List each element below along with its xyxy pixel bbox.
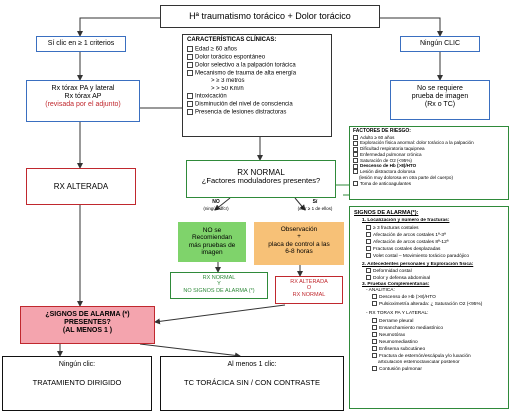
no-recom-line3: más pruebas de imagen	[188, 241, 236, 257]
rx-ns-line3: NO SIGNOS DE ALARMA (*)	[183, 287, 255, 294]
alarm-section-title: 3. Pruebas Complementarias:	[362, 281, 430, 287]
alarm-signs-box: SIGNOS DE ALARMA(*): 1. Localización y n…	[349, 206, 509, 409]
alarm-subsection: - ANALÍTICA:	[366, 288, 395, 294]
rx-line2: Rx tórax AP	[64, 93, 102, 101]
rx-line3: (revisada por el adjunto)	[45, 101, 121, 109]
clinical-sub: > > 50 Km/h	[211, 85, 244, 92]
si-clic-label: Sí clic en ≥ 1 criterios	[47, 40, 115, 47]
alarm-item: Dolor y defensa abdominal	[354, 274, 504, 282]
signos-q-line1: ¿SIGNOS DE ALARMA (*)	[45, 311, 130, 318]
no-imaging-line3: (Rx o TC)	[424, 101, 456, 109]
clinical-item: Disminución del nivel de consciencia	[187, 101, 327, 109]
risk-item: Dificultad respiratoria taquipnea	[353, 146, 505, 152]
rx-alterada-box: RX ALTERADA	[26, 168, 136, 205]
observacion-box: Observación + placa de control a las 6-8…	[254, 222, 344, 265]
no-recom-line1: NO se	[202, 227, 222, 234]
alarm-item: Descenso de Hb (>8)/HTO	[354, 294, 504, 301]
top-title: Hª traumatismo torácico + Dolor torácico	[189, 11, 351, 21]
alarm-item: Fracturas costales desplazadas	[354, 245, 504, 253]
signos-q-line2: PRESENTES?	[64, 319, 111, 327]
clinical-item: Mecanismo de trauma de alta energía	[187, 70, 327, 78]
rx-ao-line2: O	[306, 285, 312, 292]
clinical-box: CARACTERÍSTICAS CLÍNICAS: Edad ≥ 60 años…	[182, 34, 332, 137]
alarm-item: Contusión pulmonar	[354, 365, 504, 373]
ninguno-clic-bottom-box: Ningún clic: TRATAMIENTO DIRIGIDO	[2, 356, 152, 411]
si-clic-box: Sí clic en ≥ 1 criterios	[36, 36, 126, 52]
risk-item: Adulto ≥ 60 años	[353, 135, 505, 141]
rx-normal-box: RX NORMAL ¿Factores moduladores presente…	[186, 160, 336, 198]
clinical-sub: > ≥ 3 metros	[211, 78, 245, 85]
alarm-section-title: 1. Localización y número de fracturas:	[362, 218, 450, 224]
risk-item-note: (lesión muy dolorosa en otra parte del c…	[359, 174, 453, 180]
alarm-item: Ensanchamiento mediastínico	[354, 324, 504, 332]
rx-alterada-label: RX ALTERADA	[53, 182, 109, 191]
alarm-item: Neumotórax	[354, 331, 504, 339]
al-menos-header: Al menos 1 clic:	[227, 361, 277, 368]
alarm-item: Fractura de esternón/escápula y/o luxaci…	[354, 352, 504, 360]
rx-normal-no-signos-box: RX NORMAL Y NO SIGNOS DE ALARMA (*)	[170, 272, 268, 299]
alarm-item: ≥ 3 fracturas costales	[354, 224, 504, 232]
no-imaging-line2: prueba de imagen	[411, 93, 469, 101]
no-imaging-box: No se requiere prueba de imagen (Rx o TC…	[390, 80, 490, 120]
signos-q-line3: (AL MENOS 1 )	[62, 327, 113, 335]
alarm-item-cont: articulación esternoclavicular posterior	[378, 359, 460, 365]
rx-request-box: Rx tórax PA y lateral Rx tórax AP (revis…	[26, 80, 140, 122]
branch-si-label: Sí (dfcr ≥ 1 de ellos)	[297, 199, 333, 211]
obs-line4: 6-8 horas	[285, 248, 313, 256]
risk-item: Lesión distractora dolorosa	[353, 169, 505, 175]
rx-line1: Rx tórax PA y lateral	[51, 85, 115, 92]
obs-line1: Observación	[280, 226, 318, 233]
alarm-item: Afectación de arcos costales 8ª-12ª	[354, 238, 504, 246]
rx-ns-line1: RX NORMAL	[202, 275, 236, 281]
rx-ao-line1: RX ALTERADA	[290, 279, 328, 285]
alarm-item: Derrame pleural	[354, 317, 504, 325]
rx-normal-line2: ¿Factores moduladores presentes?	[201, 176, 321, 186]
obs-line3: placa de control a las	[268, 240, 330, 248]
risk-item: Toma de anticoagulantes	[353, 181, 505, 187]
rx-normal-line1: RX NORMAL	[237, 168, 285, 177]
alarm-item: Volet costal – Movimiento torácico parad…	[354, 252, 504, 260]
clinical-item: Presencia de lesiones distractoras	[187, 109, 327, 117]
al-menos-label: TC TORÁCICA SIN / CON CONTRASTE	[184, 378, 320, 388]
rx-ao-line3: RX NORMAL	[292, 291, 326, 298]
ninguno-bottom-header: Ningún clic:	[58, 361, 96, 368]
risk-item: Enfermedad pulmonar crónica	[353, 152, 505, 158]
clinical-item: Dolor selectivo a la palpación torácica	[187, 62, 327, 70]
ninguno-clic-label: Ningún CLIC	[419, 40, 461, 47]
obs-line2: +	[297, 233, 301, 241]
al-menos-box: Al menos 1 clic: TC TORÁCICA SIN / CON C…	[160, 356, 344, 411]
alarm-subsection: - RX TÓRAX PA Y LATERAL:	[366, 311, 429, 317]
risk-factors-box: FACTORES DE RIESGO: Adulto ≥ 60 años Exp…	[349, 126, 509, 200]
alarm-item: Enfisema subcutáneo	[354, 345, 504, 353]
alarm-item: Pulsioximetría alterada: ¿ Saturación O2…	[354, 301, 504, 308]
signos-question-box: ¿SIGNOS DE ALARMA (*) PRESENTES? (AL MEN…	[20, 306, 155, 344]
risk-item: Descenso de Hb (>8)/HTO	[353, 163, 505, 169]
branch-no-label: NO (ningún dfcr)	[203, 199, 229, 211]
alarm-item: Afectación de arcos costales 1ª-3ª	[354, 231, 504, 239]
no-recom-line2: Recomiendan	[191, 234, 233, 242]
clinical-item: Intoxicación	[187, 93, 327, 101]
rx-alterada-o-normal-box: RX ALTERADA O RX NORMAL	[275, 276, 343, 304]
no-recomiendan-box: NO se Recomiendan más pruebas de imagen	[178, 222, 246, 262]
ninguno-clic-box: Ningún CLIC	[400, 36, 480, 52]
clinical-item: Edad ≥ 60 años	[187, 45, 327, 54]
top-title-box: Hª traumatismo torácico + Dolor torácico	[160, 5, 380, 28]
risk-title: FACTORES DE RIESGO:	[353, 128, 411, 134]
clinical-item: Dolor torácico espontáneo	[187, 53, 327, 62]
alarm-item: Neumomediastino	[354, 338, 504, 346]
no-imaging-line1: No se requiere	[417, 85, 463, 92]
alarm-section-title: 2. Antecedentes personales y Exploración…	[362, 261, 474, 267]
risk-item: Saturación de O2 (<95%)	[353, 158, 505, 164]
risk-item: Exploración física anormal: dolor toráci…	[353, 140, 505, 146]
ninguno-bottom-label: TRATAMIENTO DIRIGIDO	[32, 378, 122, 388]
alarm-title: SIGNOS DE ALARMA(*):	[354, 210, 419, 216]
rx-ns-line2: Y	[217, 281, 221, 288]
clinical-title: CARACTERÍSTICAS CLÍNICAS:	[187, 37, 277, 43]
alarm-item: Deformidad costal	[354, 267, 504, 275]
